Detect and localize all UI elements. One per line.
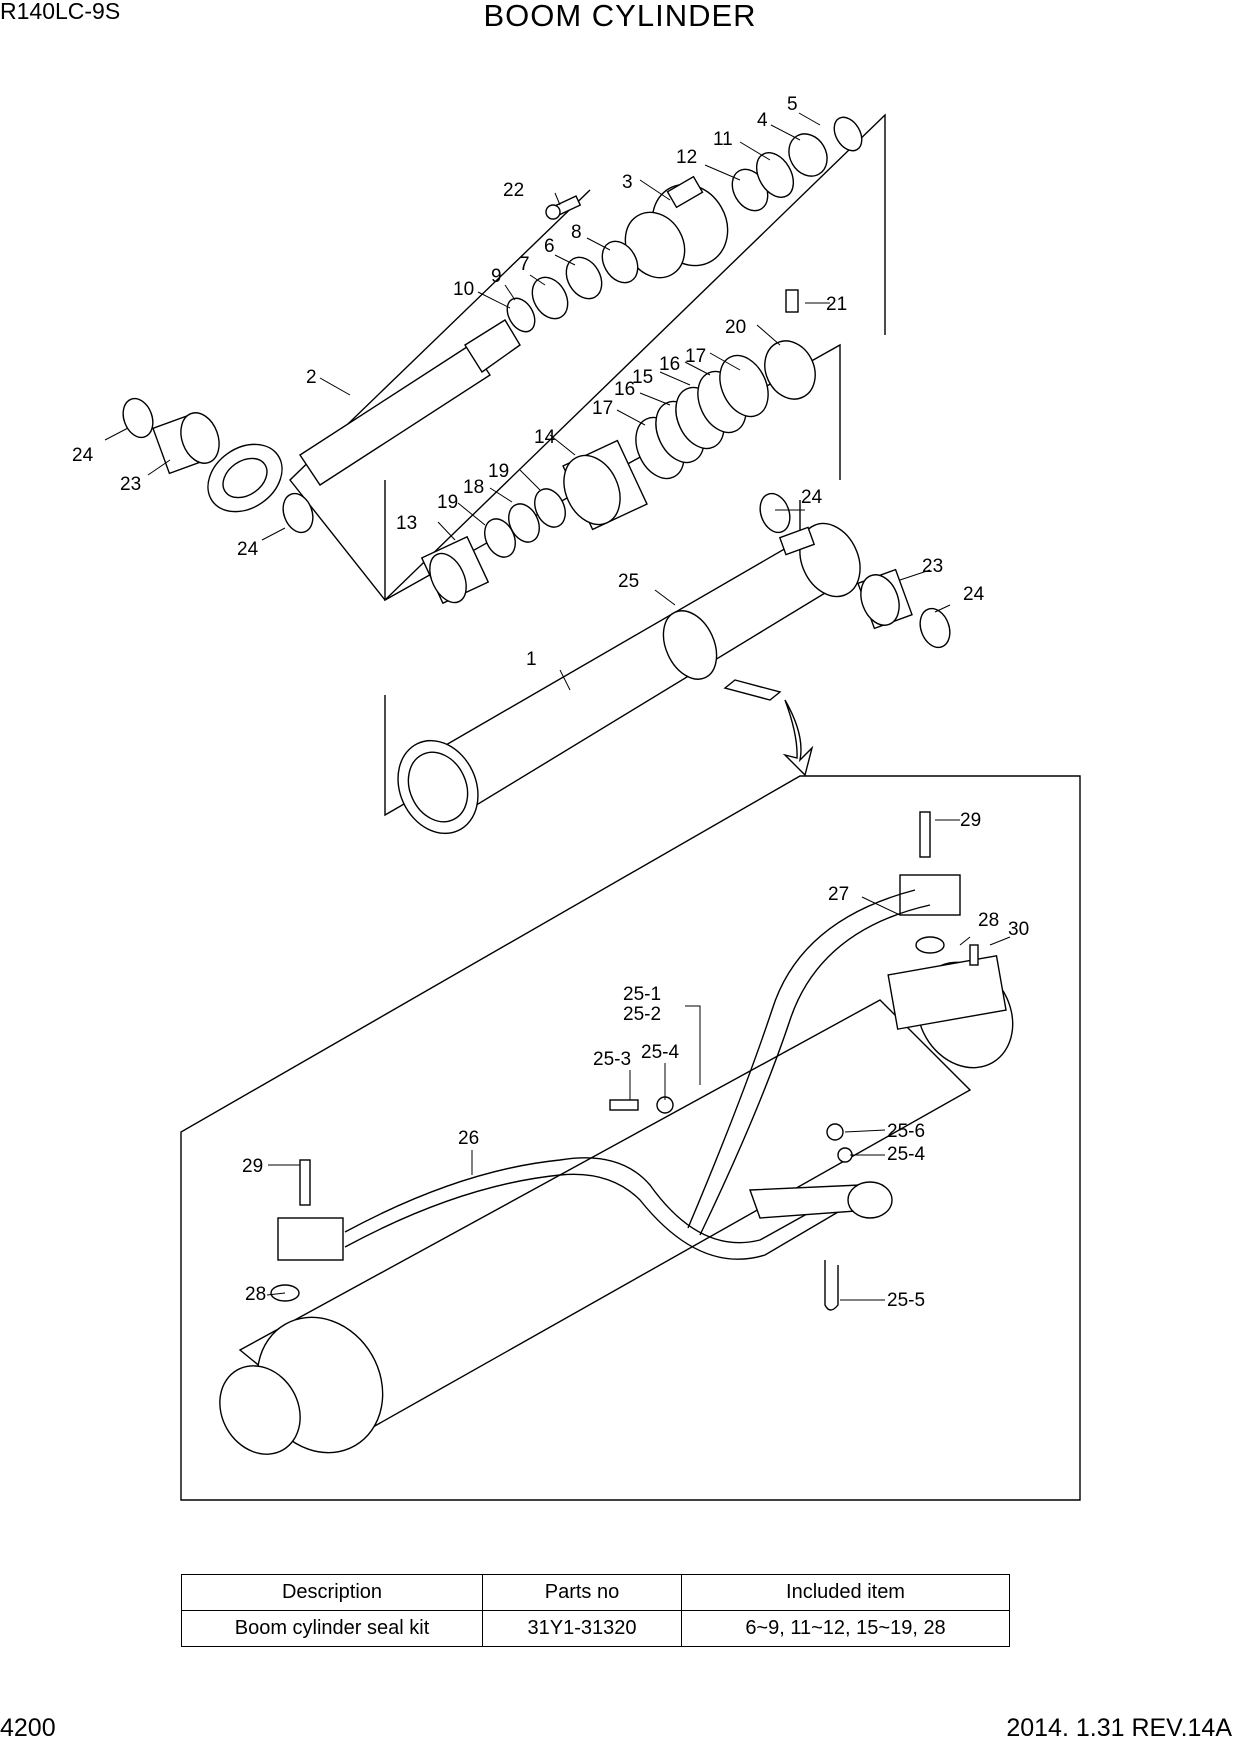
- callout: 25-1: [623, 984, 661, 1005]
- callout: 15: [632, 367, 653, 388]
- seal-kit-table: Description Parts no Included item Boom …: [181, 1574, 1010, 1647]
- seal-rings-rod: [506, 116, 863, 333]
- callout: 24: [963, 584, 985, 605]
- callout: 20: [725, 317, 746, 338]
- callout: 21: [826, 294, 847, 315]
- table-cell: Boom cylinder seal kit: [181, 1610, 483, 1647]
- callout: 3: [622, 172, 633, 193]
- column-header: Parts no: [482, 1574, 682, 1611]
- callout: 16: [659, 354, 680, 375]
- pipe-assembly: [219, 811, 1014, 1455]
- callout: 8: [571, 222, 582, 243]
- direction-arrow: [782, 699, 814, 777]
- callout: 4: [757, 110, 768, 131]
- callout: 25-4: [641, 1042, 679, 1063]
- callout: 11: [713, 129, 733, 150]
- callout: 1: [526, 649, 537, 670]
- column-header: Description: [181, 1574, 483, 1611]
- rod-cover: [624, 175, 729, 279]
- bushings-left: [122, 397, 314, 534]
- exploded-parts-diagram: 1 2 3 4 5 6 7 8 9 10 11 12 13 14 15 16 1…: [72, 94, 1081, 1501]
- callout: 19: [488, 461, 509, 482]
- callout: 13: [396, 513, 417, 534]
- callout: 25-3: [593, 1049, 631, 1070]
- callout: 18: [463, 477, 484, 498]
- piston-assembly: [420, 289, 816, 605]
- callout: 25: [618, 571, 639, 592]
- callout: 16: [614, 379, 635, 400]
- callout: 24: [72, 445, 94, 466]
- callout: 27: [828, 884, 849, 905]
- callout: 6: [544, 236, 555, 257]
- callout: 23: [922, 556, 943, 577]
- callout: 28: [978, 910, 999, 931]
- callout: 25-4: [887, 1144, 925, 1165]
- table-row: Boom cylinder seal kit 31Y1-31320 6~9, 1…: [181, 1610, 1010, 1647]
- callout: 17: [592, 398, 613, 419]
- callout: 9: [491, 266, 502, 287]
- bolt-22: [545, 195, 582, 220]
- page-title: BOOM CYLINDER: [483, 0, 757, 33]
- table-cell: 6~9, 11~12, 15~19, 28: [681, 1610, 1010, 1647]
- revision-label: 2014. 1.31 REV.14A: [1006, 1714, 1232, 1742]
- callout: 25-2: [623, 1004, 661, 1025]
- callout: 10: [453, 279, 474, 300]
- callout: 28: [245, 1284, 266, 1305]
- callout: 30: [1008, 919, 1029, 940]
- callout: 14: [534, 427, 556, 448]
- callout: 12: [676, 147, 697, 168]
- callout: 17: [685, 346, 706, 367]
- callout: 29: [960, 810, 981, 831]
- table-header-row: Description Parts no Included item: [181, 1574, 1010, 1611]
- callout: 25-6: [887, 1121, 925, 1142]
- callout: 24: [237, 539, 259, 560]
- cylinder-tube: [397, 492, 951, 835]
- piston-rod: [207, 319, 521, 513]
- callout: 23: [120, 474, 141, 495]
- page-number: 4200: [0, 1714, 56, 1742]
- callout: 24: [801, 487, 823, 508]
- group-outline-pipe-assembly: [180, 775, 1081, 1501]
- callout: 29: [242, 1156, 263, 1177]
- model-label: R140LC-9S: [0, 0, 121, 24]
- leader-lines: [104, 112, 1011, 1301]
- callout: 25-5: [887, 1290, 925, 1311]
- callout: 26: [458, 1128, 479, 1149]
- callout: 7: [519, 254, 530, 275]
- callout: 19: [437, 492, 458, 513]
- callout: 2: [306, 367, 317, 388]
- callout: 22: [503, 180, 524, 201]
- column-header: Included item: [681, 1574, 1010, 1611]
- table-cell: 31Y1-31320: [482, 1610, 682, 1647]
- callout: 5: [787, 94, 798, 115]
